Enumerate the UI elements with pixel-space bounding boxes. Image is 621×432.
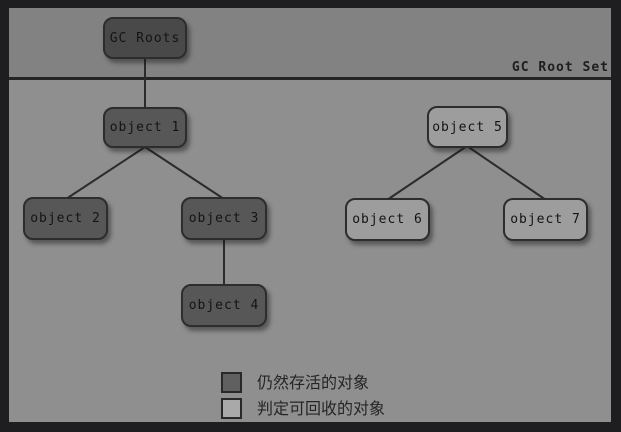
node-object-4: object 4 — [181, 284, 267, 327]
edge-object5-object7 — [466, 145, 547, 201]
node-object-5: object 5 — [427, 106, 508, 148]
gc-reachability-diagram: GC Root Set GC Roots object 1 object 2 o… — [9, 8, 611, 422]
node-object-3: object 3 — [181, 197, 267, 240]
edge-object1-object3 — [144, 146, 225, 200]
node-object-7: object 7 — [503, 198, 588, 241]
legend-label-alive: 仍然存活的对象 — [257, 373, 370, 392]
legend: 仍然存活的对象 判定可回收的对象 — [221, 372, 385, 422]
root-set-divider-line — [9, 77, 611, 80]
legend-item-alive: 仍然存活的对象 — [221, 372, 385, 393]
node-gc-roots: GC Roots — [103, 17, 187, 59]
edge-object1-object2 — [65, 146, 146, 200]
legend-swatch-reclaimable — [221, 398, 242, 419]
legend-swatch-alive — [221, 372, 242, 393]
edge-object5-object6 — [386, 145, 468, 201]
node-object-2: object 2 — [23, 197, 108, 240]
node-object-1: object 1 — [103, 107, 187, 148]
legend-item-reclaimable: 判定可回收的对象 — [221, 398, 385, 419]
legend-label-reclaimable: 判定可回收的对象 — [257, 399, 386, 418]
gc-root-set-label: GC Root Set — [511, 60, 609, 75]
node-object-6: object 6 — [345, 198, 430, 241]
edges-layer — [65, 57, 547, 286]
